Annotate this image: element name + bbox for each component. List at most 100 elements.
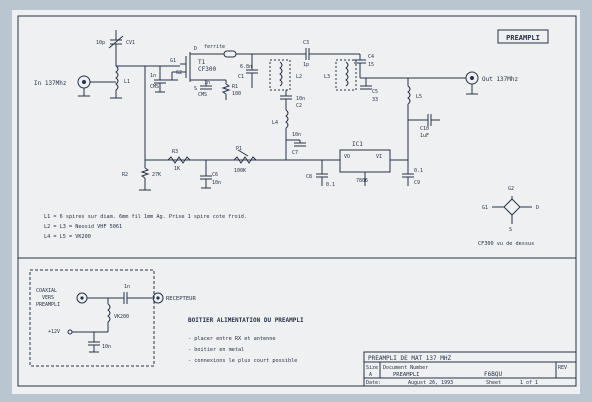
output-port: Out 137Mhz: [465, 71, 519, 95]
paper: [12, 10, 580, 394]
tb-size-label: Size: [366, 365, 378, 371]
tb-rev-label: REV: [558, 365, 567, 371]
recepteur-port: RECEPTEUR: [152, 292, 196, 304]
c-gate-type: CMS: [150, 84, 159, 90]
c10: C10 1uF: [408, 114, 440, 139]
l4-ref: L4: [272, 120, 278, 126]
plus12-label: +12V: [48, 329, 60, 335]
c-gate-ref: 1n: [150, 73, 156, 79]
title-tag-text: PREAMPLI: [506, 34, 540, 42]
c-gate: 1n CMS: [150, 66, 166, 93]
c6-ref: C6: [212, 172, 218, 178]
pwr-cap-ref: 1n: [124, 284, 130, 290]
c4-ref: C4: [368, 54, 374, 60]
pinout-d: D: [536, 205, 539, 211]
ic1-part: 7806: [356, 178, 368, 184]
tb-title: PREAMPLI DE MAT 137 MHZ: [368, 355, 451, 362]
r3-value: 1K: [174, 166, 180, 172]
c5: C5 33: [360, 78, 378, 103]
cf300-pinout: G2 G1 D S CF300 vu de dessus: [478, 186, 539, 247]
sheet-border: [17, 15, 577, 387]
t1-s: S: [194, 86, 197, 92]
t1: G1 G2 D S T1 CF300: [170, 46, 216, 92]
c7-ref: C7: [292, 150, 298, 156]
r2-value: 27K: [152, 172, 161, 178]
r1-ref: R1: [232, 84, 238, 90]
tb-sheet-value: 1 of 1: [520, 380, 538, 386]
cl2-value: 10n: [296, 96, 305, 102]
pwr-bullet-3: - connexions le plus court possible: [188, 358, 297, 364]
c1-value: 6.8n: [240, 64, 252, 70]
c-source-ref: 1n: [204, 80, 210, 86]
note-2: L2 = L3 = Neosid VHF 5061: [44, 224, 122, 230]
coil-notes: L1 = 6 spires sur diam. 6mm fil 1mm Ag. …: [44, 214, 247, 240]
ic1-ref: IC1: [352, 141, 363, 148]
pwr-bullet-2: - boitier en metal: [188, 347, 244, 353]
cv1-value: 10p: [96, 40, 105, 46]
recepteur-label: RECEPTEUR: [166, 296, 196, 302]
pwr-box-text: BOITIER ALIMENTATION DU PREAMPLI - place…: [188, 317, 304, 364]
c-source: 1n CMS: [198, 80, 212, 98]
tb-sheet-label: Sheet: [486, 380, 501, 386]
pwr-bullet-1: - placer entre RX et antenne: [188, 336, 275, 342]
c1-ref: C1: [238, 74, 244, 80]
c3: C3 1p: [284, 40, 340, 68]
l2: L2: [269, 59, 302, 91]
p1-ref: P1: [236, 146, 242, 152]
c-g2: [166, 71, 180, 81]
tb-date-value: August 26, 1993: [408, 380, 453, 386]
ferrite-label: ferrite: [204, 44, 225, 50]
tb-size-value: A: [369, 372, 372, 378]
c5-ref: C5: [372, 89, 378, 95]
c7-value: 10n: [292, 132, 301, 138]
c1: 6.8n C1: [238, 54, 258, 88]
tb-docnum-label: Document Number: [383, 365, 428, 371]
c6: C6 10n: [200, 160, 221, 189]
c6-value: 10n: [212, 180, 221, 186]
r1: R1 100: [221, 80, 241, 100]
c9-value: 0.1: [414, 168, 423, 174]
tb-docnum-value: PREAMPLI: [393, 372, 420, 378]
note-3: L4 = L5 = VK200: [44, 234, 91, 240]
c3-ref: C3: [303, 40, 309, 46]
ic1-vi: VI: [376, 154, 382, 160]
l3-ref: L3: [324, 74, 330, 80]
r1-value: 100: [232, 91, 241, 97]
pwr-cap2-ref: 10n: [102, 344, 111, 350]
c10-ref: C10: [420, 126, 429, 132]
c8: C8 0.1: [306, 160, 335, 188]
l1: L1: [110, 65, 130, 99]
pwr-cap2: 10n: [88, 332, 111, 353]
l5-ref: L5: [416, 94, 422, 100]
c9-ref: C9: [414, 180, 420, 186]
c5-value: 33: [372, 97, 378, 103]
c9: 0.1 C9: [402, 160, 423, 186]
note-1: L1 = 6 spires sur diam. 6mm fil 1mm Ag. …: [44, 214, 247, 220]
c8-value: 0.1: [326, 182, 335, 188]
pinout-s: S: [509, 227, 512, 233]
output-port-label: Out 137Mhz: [482, 76, 519, 83]
cl2-ref: C2: [296, 103, 302, 109]
l3: L3: [324, 59, 357, 91]
pinout-g2: G2: [508, 186, 514, 192]
tb-date-label: Date:: [366, 380, 381, 386]
t1-ref: T1: [198, 59, 206, 66]
r3-ref: R3: [172, 149, 178, 155]
ic1-vo: VO: [344, 154, 350, 160]
t1-d: D: [194, 46, 197, 52]
cv1-ref: CV1: [126, 40, 135, 46]
pwr-box-title: BOITIER ALIMENTATION DU PREAMPLI: [188, 317, 304, 324]
pinout-g1: G1: [482, 205, 488, 211]
vk200: VK200: [107, 298, 129, 332]
vk200-label: VK200: [114, 314, 129, 320]
c10-value: 1uF: [420, 133, 429, 139]
r2: R2 27K: [122, 160, 161, 191]
plus12-input: +12V: [48, 329, 108, 335]
l5: L5: [407, 78, 422, 160]
t1-g1: G1: [170, 58, 176, 64]
coax-label-1: COAXIAL: [36, 288, 57, 294]
c8-ref: C8: [306, 174, 312, 180]
title-block: PREAMPLI DE MAT 137 MHZ Size A Document …: [363, 351, 577, 387]
pinout-caption: CF300 vu de dessus: [478, 241, 534, 247]
